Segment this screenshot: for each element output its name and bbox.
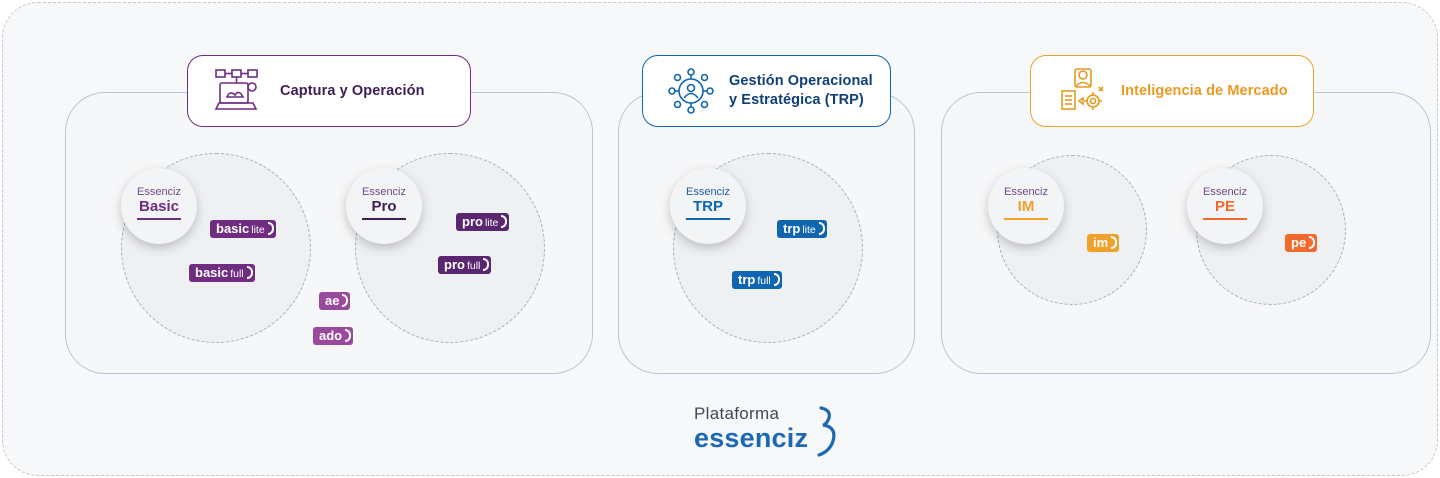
product-pro-name: Pro: [371, 198, 397, 215]
product-pe-name: PE: [1214, 198, 1235, 215]
mercado-title: Inteligencia de Mercado: [1121, 82, 1288, 99]
product-trp-name: TRP: [693, 198, 723, 215]
product-trp[interactable]: Essenciz TRP: [670, 168, 746, 244]
product-pro-prefix: Essenciz: [361, 186, 407, 198]
badge-basic-lite-main: basic: [216, 221, 250, 236]
trp-title-line2: y Estratégica (TRP): [729, 92, 864, 108]
badge-trp-lite-sub: lite: [802, 224, 816, 236]
badge-pro-full[interactable]: pro full: [438, 256, 492, 274]
product-pe-prefix: Essenciz: [1202, 186, 1248, 198]
badge-basic-full-sub: full: [230, 268, 244, 280]
captura-header[interactable]: Captura y Operación: [187, 55, 471, 127]
product-pro-underline: [362, 218, 406, 220]
brand-curl-icon: [773, 273, 780, 286]
badge-pro-full-main: pro: [444, 257, 465, 272]
badge-pro-full-sub: full: [466, 260, 481, 272]
product-pro[interactable]: Essenciz Pro: [346, 168, 422, 244]
product-im[interactable]: Essenciz IM: [988, 168, 1064, 244]
brand-curl-icon: [246, 266, 253, 279]
badge-ado-main: ado: [319, 328, 343, 343]
badge-trp-full-main: trp: [738, 272, 756, 287]
logo-prefix: Plataforma: [694, 404, 780, 423]
badge-pro-lite-main: pro: [462, 214, 483, 229]
product-trp-prefix: Essenciz: [685, 186, 731, 198]
badge-trp-full-sub: full: [757, 275, 771, 287]
product-pe[interactable]: Essenciz PE: [1187, 168, 1263, 244]
badge-ae[interactable]: ae: [319, 292, 351, 310]
mercado-header[interactable]: Inteligencia de Mercado: [1030, 55, 1314, 127]
badge-trp-lite[interactable]: trp lite: [777, 220, 827, 238]
brand-curl-icon: [1309, 236, 1316, 249]
essenciz-mark-icon: [817, 406, 836, 457]
badge-basic-lite-sub: lite: [251, 224, 265, 236]
product-basic-name: Basic: [138, 198, 180, 215]
people-network-icon: [668, 68, 714, 114]
badge-pe[interactable]: pe: [1285, 234, 1318, 252]
brand-curl-icon: [501, 215, 508, 228]
badge-im[interactable]: im: [1087, 234, 1120, 252]
logo-wordmark: essenciz: [694, 423, 809, 453]
product-basic-prefix: Essenciz: [136, 186, 182, 198]
product-basic-underline: [137, 218, 181, 220]
badge-pro-lite-sub: lite: [484, 217, 499, 229]
product-basic[interactable]: Essenciz Basic: [121, 168, 197, 244]
platform-logo: Plataforma essenciz: [694, 404, 836, 457]
product-im-underline: [1004, 218, 1048, 220]
badge-trp-full[interactable]: trp full: [732, 271, 782, 289]
badge-pro-lite[interactable]: pro lite: [456, 213, 510, 231]
badge-basic-lite[interactable]: basic lite: [210, 220, 276, 238]
brand-curl-icon: [342, 294, 349, 307]
trp-title: Gestión Operacional y Estratégica (TRP): [729, 72, 873, 110]
badge-trp-lite-main: trp: [783, 221, 801, 236]
trp-header[interactable]: Gestión Operacional y Estratégica (TRP): [642, 55, 891, 127]
badge-ado[interactable]: ado: [313, 327, 354, 345]
computer-network-icon: [214, 69, 258, 110]
badge-basic-full[interactable]: basic full: [189, 264, 255, 282]
badge-basic-full-main: basic: [195, 265, 229, 280]
badge-pe-main: pe: [1291, 235, 1307, 250]
product-trp-underline: [686, 218, 730, 220]
captura-title: Captura y Operación: [280, 82, 425, 99]
market-analysis-icon: [1061, 68, 1104, 110]
trp-title-line1: Gestión Operacional: [729, 73, 873, 89]
brand-curl-icon: [483, 258, 490, 271]
badge-im-main: im: [1093, 235, 1109, 250]
brand-curl-icon: [1111, 236, 1118, 249]
product-im-name: IM: [1017, 198, 1035, 215]
product-im-prefix: Essenciz: [1003, 186, 1049, 198]
brand-curl-icon: [345, 329, 352, 342]
badge-ae-main: ae: [325, 293, 340, 308]
product-pe-underline: [1203, 218, 1247, 220]
brand-curl-icon: [818, 222, 825, 235]
brand-curl-icon: [267, 222, 274, 235]
